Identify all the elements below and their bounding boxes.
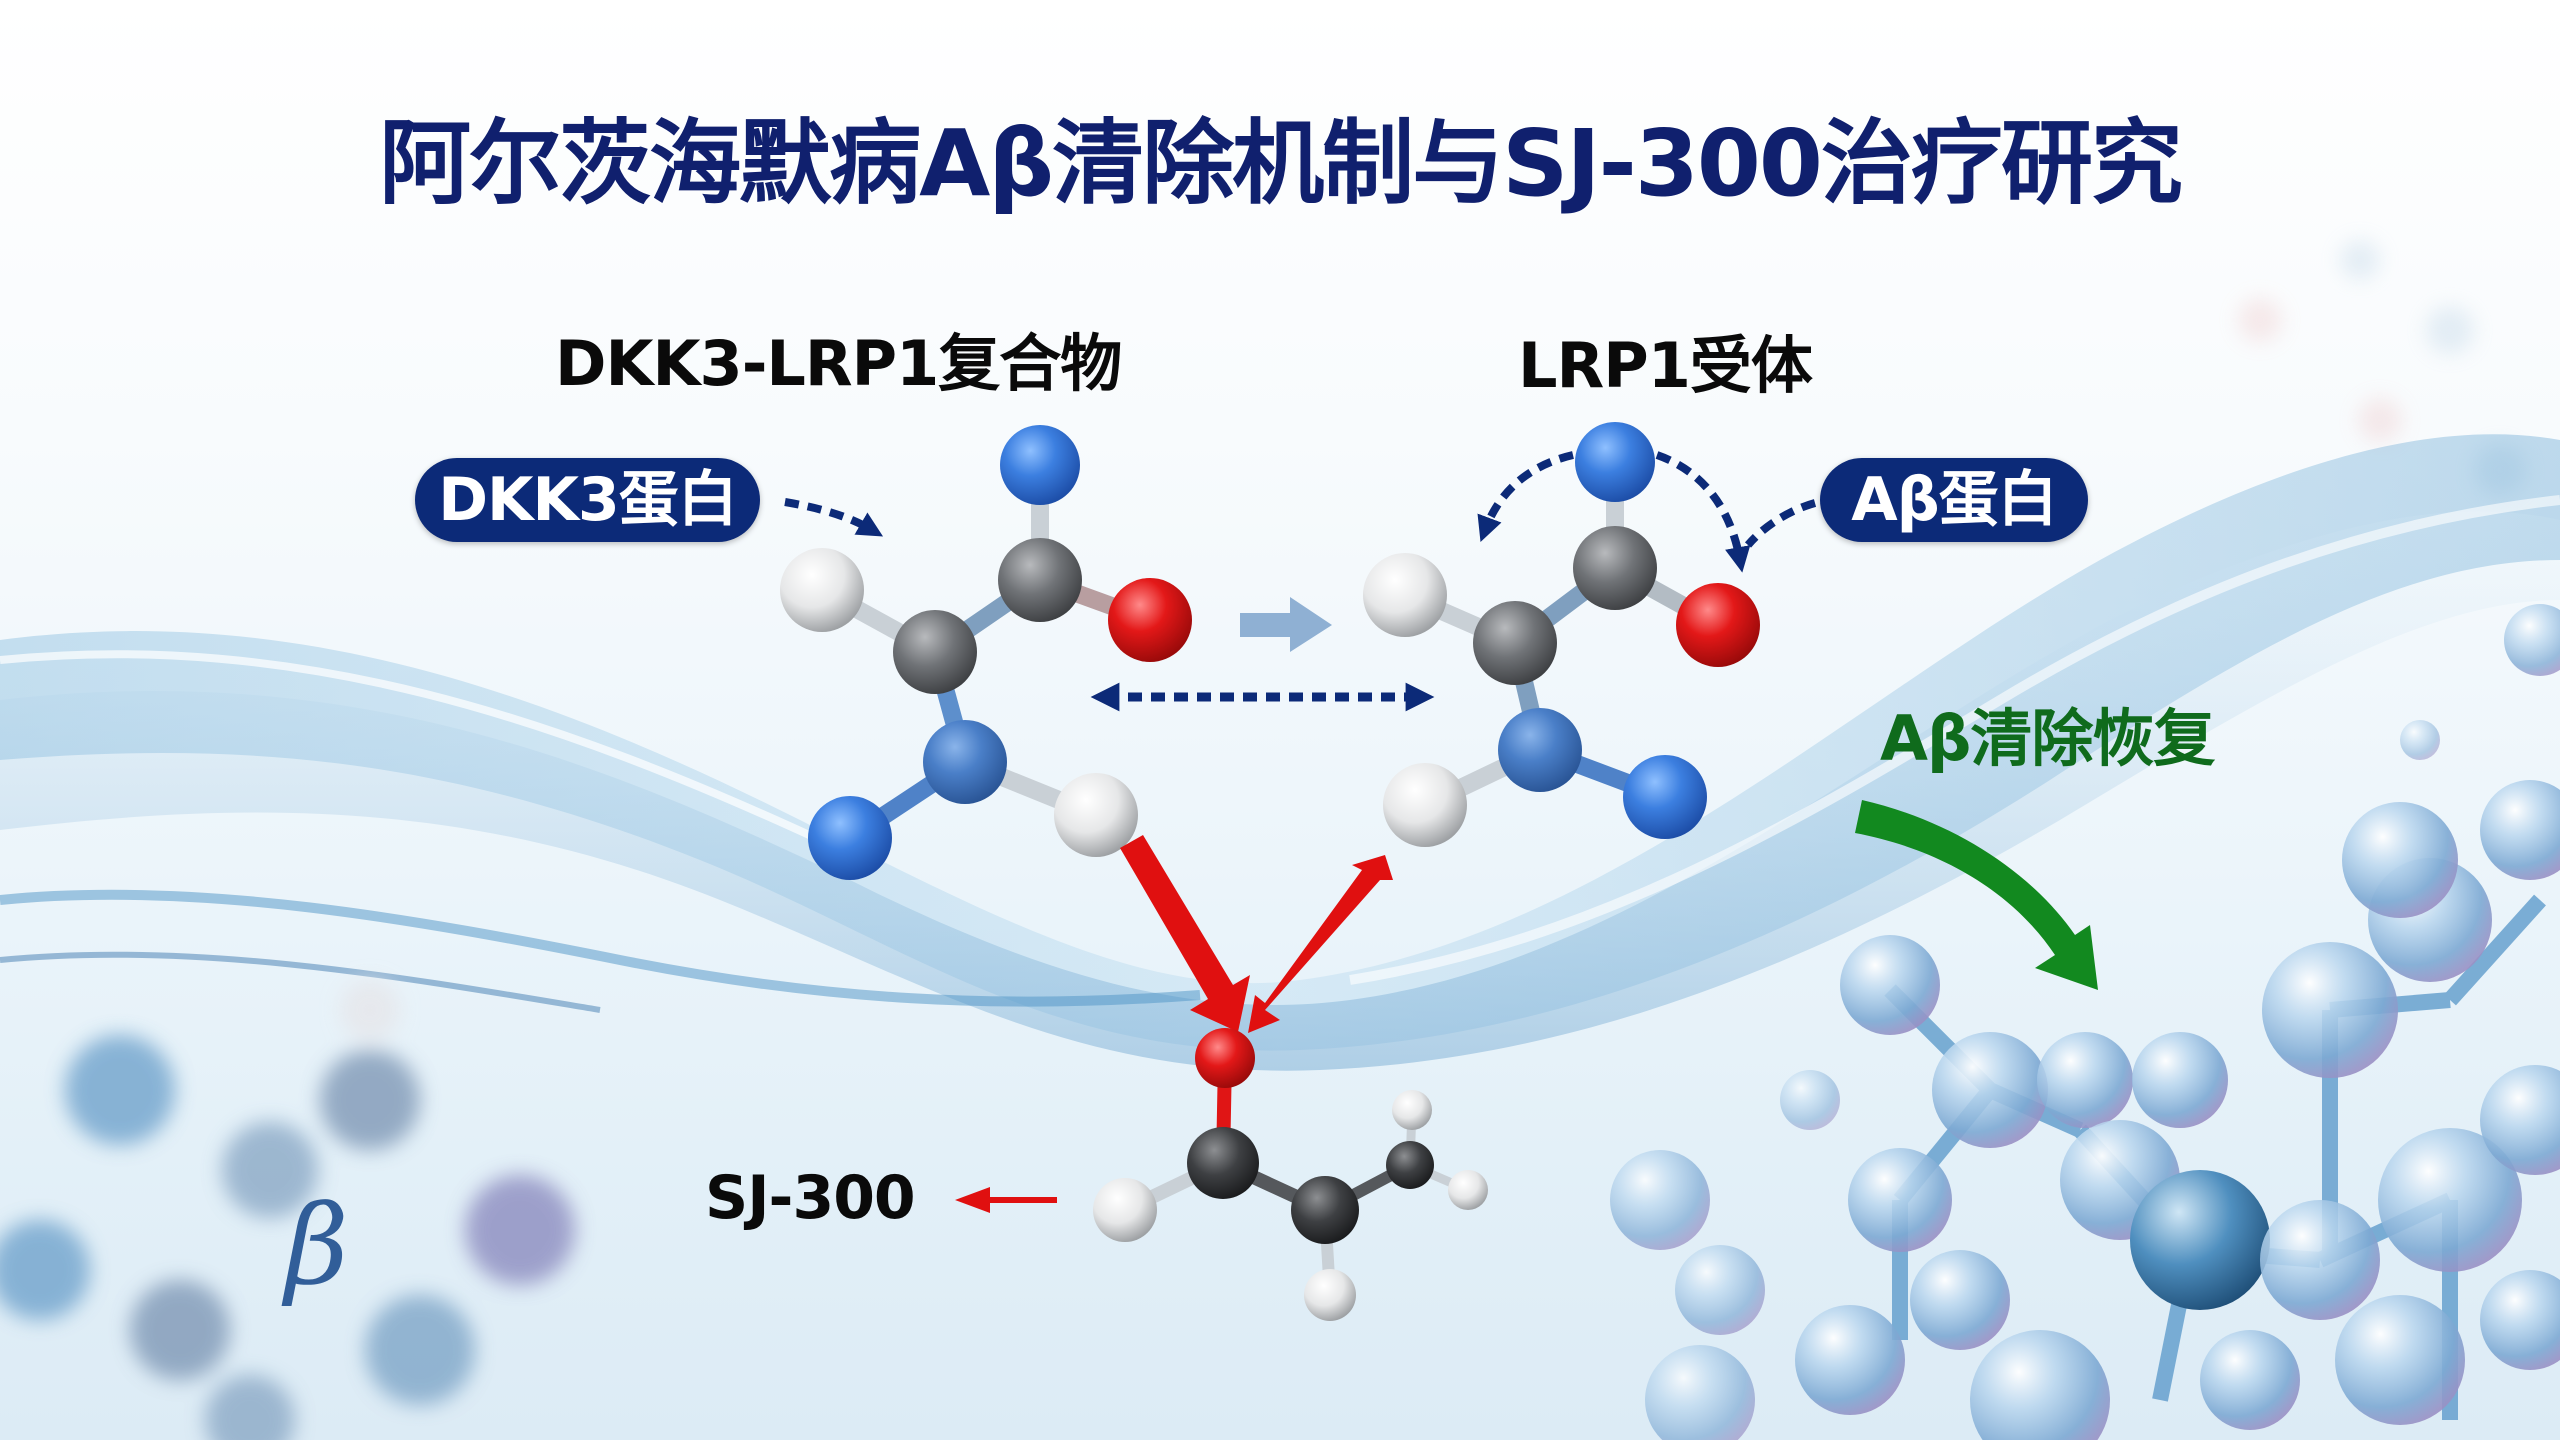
oxygen-atom [1676,583,1760,667]
abeta-binding-arrows [1477,451,1817,573]
complex-label: DKK3-LRP1复合物 [555,327,1122,400]
abeta-protein-badge: Aβ蛋白 [1820,458,2088,542]
hydrogen-atom [1448,1170,1488,1210]
dkk3-protein-badge: DKK3蛋白 [415,458,760,542]
hydrogen-atom [1363,553,1447,637]
hydrogen-atom [780,548,864,632]
carbon-atom [1573,526,1657,610]
beta-symbol: β [285,1181,349,1309]
nitrogen-atom [1623,755,1707,839]
transition-arrow [1240,597,1332,652]
carbon-atom [893,610,977,694]
inhibition-arrows [1120,835,1393,1033]
page-title: 阿尔茨海默病Aβ清除机制与SJ-300治疗研究 [379,110,2183,217]
carbon-atom [1291,1176,1359,1244]
carbon-atom [1187,1127,1259,1199]
carbon-atom [1386,1141,1434,1189]
oxygen-atom [1108,578,1192,662]
dkk3-lrp1-complex-molecule [780,425,1192,880]
nitrogen-atom [1575,422,1655,502]
dkk3-binding-arrow [784,498,884,537]
sj300-pointer-arrow [955,1187,1057,1213]
clearance-arrow [1855,800,2098,990]
hydrogen-atom [1304,1269,1356,1321]
oxygen-atom [1195,1028,1255,1088]
nitrogen-atom [923,720,1007,804]
hydrogen-atom [1392,1090,1432,1130]
clearance-restored-label: Aβ清除恢复 [1880,702,2215,775]
nitrogen-atom [1000,425,1080,505]
nitrogen-atom [808,796,892,880]
nitrogen-atom [1498,708,1582,792]
carbon-atom [1473,601,1557,685]
sj300-molecule [1093,1028,1488,1321]
sj300-label: SJ-300 [705,1163,916,1233]
receptor-label: LRP1受体 [1518,329,1813,402]
hydrogen-atom [1383,763,1467,847]
hydrogen-atom [1093,1178,1157,1242]
hydrogen-atom [1054,773,1138,857]
carbon-atom [998,538,1082,622]
lrp1-receptor-molecule [1363,422,1760,847]
